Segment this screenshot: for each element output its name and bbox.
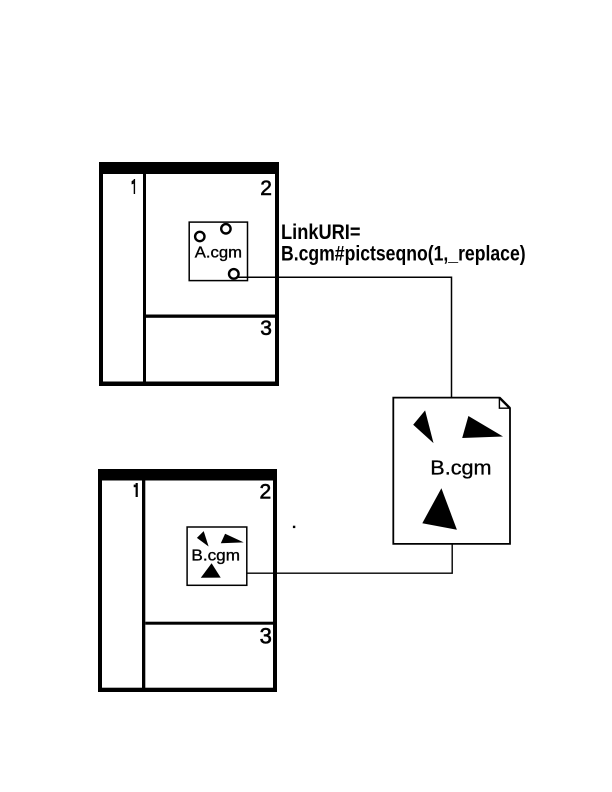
svg-text:LinkURI=: LinkURI= xyxy=(281,221,361,244)
svg-text:2: 2 xyxy=(260,177,272,200)
svg-text:B.cgm#pictseqno(1,_replace): B.cgm#pictseqno(1,_replace) xyxy=(281,243,526,266)
svg-text:3: 3 xyxy=(260,624,272,649)
svg-text:A.cgm: A.cgm xyxy=(195,244,242,261)
svg-text:B.cgm: B.cgm xyxy=(191,547,240,564)
svg-text:3: 3 xyxy=(260,317,272,340)
svg-text:2: 2 xyxy=(259,481,271,504)
svg-text:B.cgm: B.cgm xyxy=(430,457,491,479)
